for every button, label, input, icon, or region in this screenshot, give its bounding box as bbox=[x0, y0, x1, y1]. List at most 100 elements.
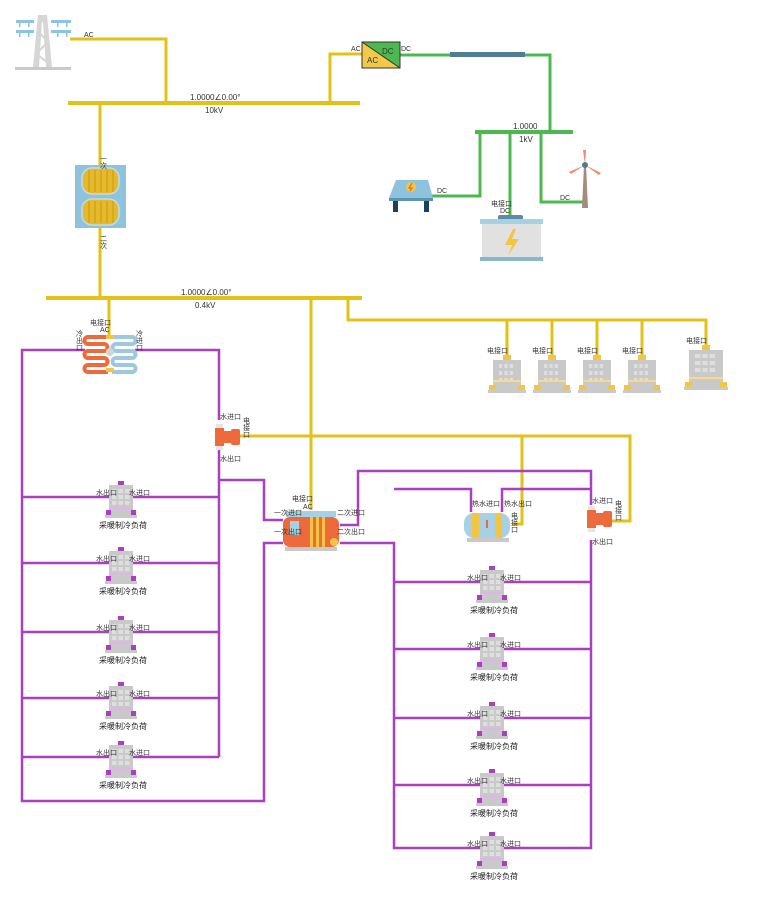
thermal-load-outlet: 水出口 bbox=[467, 776, 488, 785]
wind-line[interactable] bbox=[539, 132, 585, 204]
wind-port-label: DC bbox=[560, 195, 570, 202]
battery-port-label: 电接口 bbox=[491, 199, 512, 208]
elec-load-building[interactable] bbox=[578, 355, 616, 393]
thermal-load-outlet: 水出口 bbox=[96, 748, 117, 757]
thermal-load-name: 采暖制冷负荷 bbox=[99, 655, 147, 665]
thermal-load-building[interactable] bbox=[105, 682, 137, 719]
left-return-pipe[interactable] bbox=[20, 348, 283, 803]
bus-1kv[interactable]: 1.0000 1kV bbox=[475, 122, 573, 144]
bus-04kv-voltage: 0.4kV bbox=[195, 301, 216, 310]
thermal-load-outlet: 水出口 bbox=[96, 488, 117, 497]
exchanger-port-label: 电接口 bbox=[292, 494, 313, 503]
exchanger-port-type: AC bbox=[303, 504, 313, 511]
boiler-hot-out: 热水出口 bbox=[504, 499, 532, 508]
electric-boiler-icon[interactable] bbox=[464, 513, 510, 542]
thermal-load-name: 采暖制冷负荷 bbox=[99, 721, 147, 731]
exchanger-primary-in-pipe[interactable] bbox=[219, 478, 283, 522]
thermal-load-building[interactable] bbox=[105, 741, 137, 778]
heat-pump-port-type: AC bbox=[100, 327, 110, 334]
battery-port-type: DC bbox=[500, 208, 510, 215]
heat-pump-left-label: 冷出口 bbox=[76, 329, 84, 351]
bus-10kv-value: 1.0000∠0.00° bbox=[190, 93, 240, 102]
elec-load-building[interactable] bbox=[533, 355, 571, 393]
heat-exchanger-icon[interactable] bbox=[283, 511, 339, 551]
elec-load-building[interactable] bbox=[684, 345, 728, 390]
heat-pump-port-label: 电接口 bbox=[90, 318, 111, 327]
boiler-feed-line[interactable] bbox=[512, 436, 524, 526]
boiler-out-pipe[interactable] bbox=[500, 487, 591, 512]
pv-panel-icon[interactable] bbox=[389, 180, 433, 212]
grid-tower-icon[interactable] bbox=[15, 15, 71, 70]
heat-pump-icon[interactable] bbox=[82, 335, 138, 374]
elec-load-port-label: 电接口 bbox=[577, 346, 598, 355]
bus-10kv-voltage: 10kV bbox=[205, 106, 224, 115]
dc-cable-line[interactable] bbox=[525, 53, 552, 132]
thermal-load-building[interactable] bbox=[105, 547, 137, 584]
thermal-load-outlet: 水出口 bbox=[467, 640, 488, 649]
thermal-load-outlet: 水出口 bbox=[96, 554, 117, 563]
thermal-load-name: 采暖制冷负荷 bbox=[470, 672, 518, 682]
elec-load-port-label: 电接口 bbox=[622, 346, 643, 355]
secondary-out-pipe[interactable] bbox=[340, 469, 593, 527]
bus-04kv[interactable]: 1.0000∠0.00° 0.4kV bbox=[46, 288, 362, 310]
bus-1kv-voltage: 1kV bbox=[519, 135, 533, 144]
dc-wiring bbox=[400, 53, 585, 215]
exchanger-primary-in: 一次进口 bbox=[274, 508, 302, 517]
wind-turbine-icon[interactable] bbox=[569, 150, 601, 208]
transformer-icon[interactable] bbox=[75, 165, 126, 228]
elec-load-building[interactable] bbox=[488, 355, 526, 393]
thermal-load-inlet: 水进口 bbox=[129, 488, 150, 497]
thermal-load-name: 采暖制冷负荷 bbox=[99, 780, 147, 790]
left-supply-pipe[interactable] bbox=[135, 348, 221, 420]
thermal-load-outlet: 水出口 bbox=[467, 573, 488, 582]
thermal-load-building[interactable] bbox=[105, 481, 137, 518]
thermal-load-inlet: 水进口 bbox=[500, 839, 521, 848]
boiler-in-pipe[interactable] bbox=[394, 487, 473, 512]
pump-left-outlet: 水出口 bbox=[220, 454, 241, 463]
battery-icon[interactable] bbox=[480, 215, 543, 261]
pump-feeder-line[interactable] bbox=[240, 434, 632, 523]
thermal-load-building[interactable] bbox=[105, 616, 137, 653]
elec-load-port-label: 电接口 bbox=[487, 346, 508, 355]
thermal-load-building[interactable] bbox=[476, 832, 508, 869]
pump-left-icon[interactable] bbox=[215, 424, 240, 450]
converter-dc-text: DC bbox=[382, 47, 394, 56]
thermal-load-inlet: 水进口 bbox=[500, 640, 521, 649]
exchanger-primary-out: 一次出口 bbox=[274, 527, 302, 536]
bus-10kv[interactable]: 1.0000∠0.00° 10kV bbox=[68, 93, 360, 115]
heat-pump-right-label: 冷进口 bbox=[136, 329, 144, 351]
pv-port-label: DC bbox=[437, 188, 447, 195]
thermal-load-name: 采暖制冷负荷 bbox=[99, 520, 147, 530]
thermal-load-inlet: 水进口 bbox=[129, 748, 150, 757]
thermal-loads-left: 水出口水进口采暖制冷负荷水出口水进口采暖制冷负荷水出口水进口采暖制冷负荷水出口水… bbox=[96, 481, 150, 790]
thermal-load-building[interactable] bbox=[476, 566, 508, 603]
thermal-load-outlet: 水出口 bbox=[96, 623, 117, 632]
grid-port-label: AC bbox=[84, 32, 94, 39]
grid-feeder-line[interactable] bbox=[70, 37, 168, 103]
thermal-load-inlet: 水进口 bbox=[500, 776, 521, 785]
pv-line[interactable] bbox=[432, 132, 482, 198]
converter-ac-text: AC bbox=[367, 56, 378, 65]
thermal-load-building[interactable] bbox=[476, 702, 508, 739]
thermal-load-name: 采暖制冷负荷 bbox=[99, 586, 147, 596]
elec-load-feeder[interactable] bbox=[346, 298, 708, 345]
exchanger-secondary-out: 二次出口 bbox=[337, 527, 365, 536]
boiler-hot-in: 热水进口 bbox=[472, 499, 500, 508]
thermal-load-building[interactable] bbox=[476, 633, 508, 670]
converter-ac-line[interactable] bbox=[328, 52, 362, 103]
ac-wiring bbox=[70, 37, 708, 526]
elec-load-building[interactable] bbox=[623, 355, 661, 393]
thermal-load-name: 采暖制冷负荷 bbox=[470, 605, 518, 615]
thermal-load-outlet: 水出口 bbox=[467, 839, 488, 848]
exchanger-secondary-in: 二次进口 bbox=[337, 508, 365, 517]
dc-cable[interactable] bbox=[450, 52, 525, 57]
pump-right-elec: 电接口 bbox=[615, 499, 623, 521]
transformer-primary-label: 一次 bbox=[100, 155, 108, 170]
thermal-load-building[interactable] bbox=[476, 769, 508, 806]
acdc-converter[interactable]: DC AC bbox=[361, 41, 401, 69]
pump-right-icon[interactable] bbox=[587, 506, 612, 532]
elec-load-port-label: 电接口 bbox=[532, 346, 553, 355]
thermal-load-name: 采暖制冷负荷 bbox=[470, 808, 518, 818]
secondary-return-pipe[interactable] bbox=[340, 540, 593, 850]
thermal-loads-right: 水出口水进口采暖制冷负荷水出口水进口采暖制冷负荷水出口水进口采暖制冷负荷水出口水… bbox=[467, 566, 521, 881]
